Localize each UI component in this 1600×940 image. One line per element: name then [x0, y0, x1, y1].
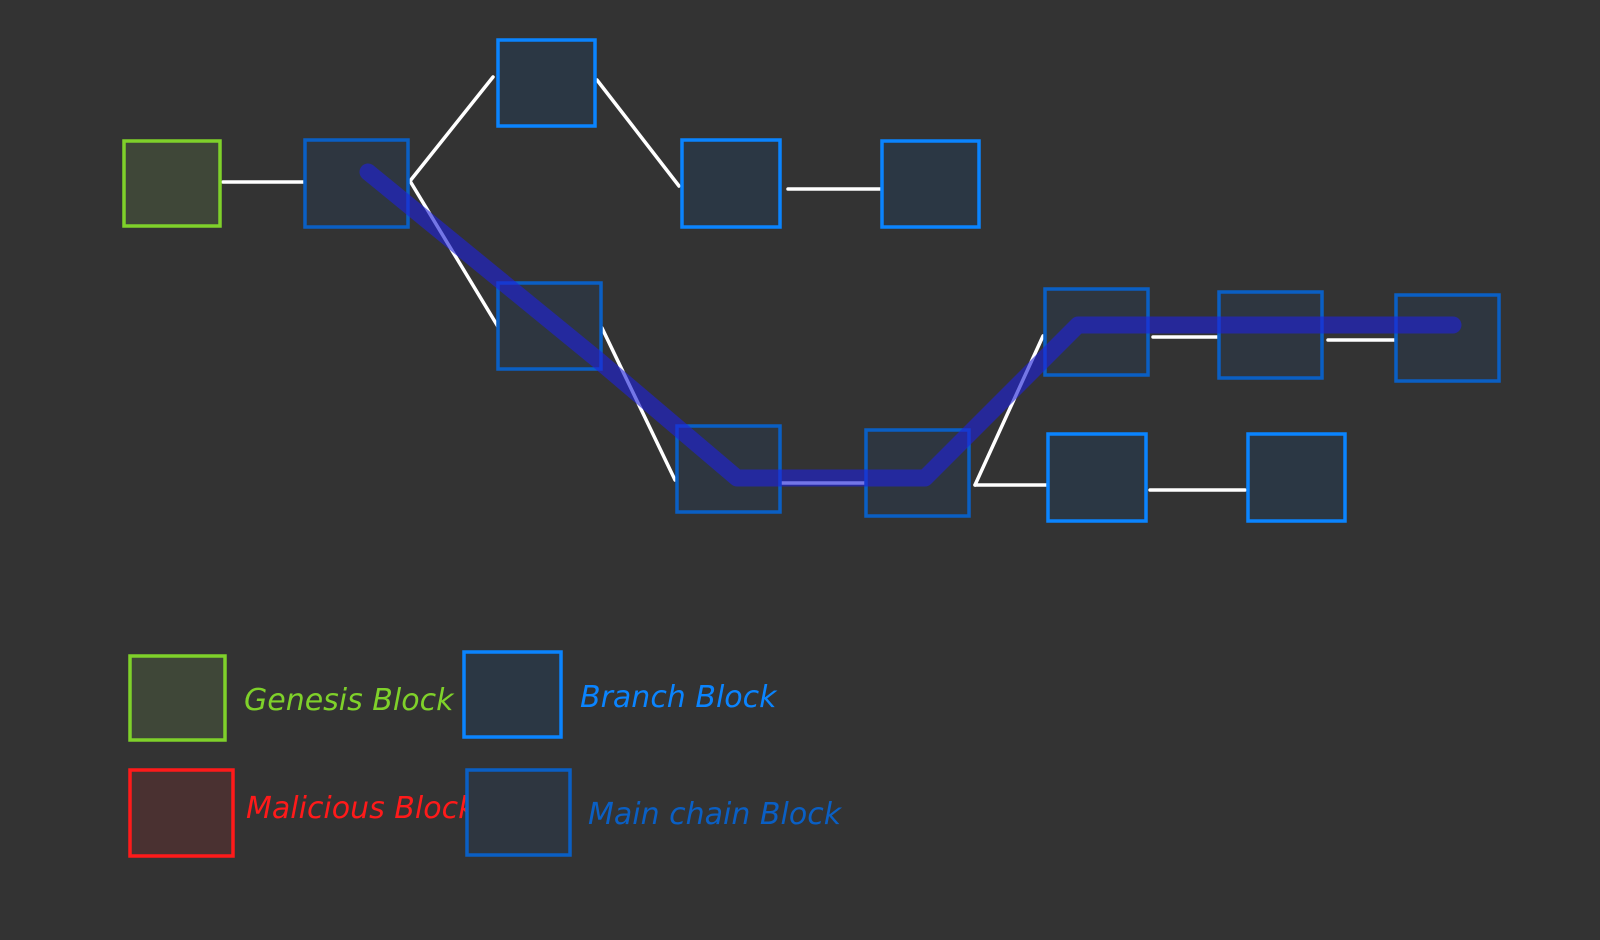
link-b1-b2: [408, 179, 502, 332]
legend-main-chain-label: Main chain Block: [588, 797, 843, 832]
branch-block-upper-3: [880, 139, 981, 229]
legend-malicious-swatch: [128, 768, 235, 858]
blocks: [122, 38, 1501, 523]
link-upper-1-upper-2: [595, 78, 681, 188]
main-chain-block-b6: [1217, 290, 1324, 380]
legend-branch-label: Branch Block: [580, 680, 778, 715]
branch-block-upper-1: [496, 38, 597, 128]
legend-main-chain-swatch: [465, 768, 572, 857]
legend-genesis-swatch: [128, 654, 227, 742]
genesis-block: [122, 139, 222, 228]
main-chain-block-b7: [1394, 293, 1501, 383]
legend-branch-swatch: [462, 650, 563, 739]
branch-block-upper-2: [680, 138, 782, 229]
link-b1-upper-1: [408, 75, 495, 183]
main-chain-path: [359, 163, 1462, 487]
legend-malicious-label: Malicious Block: [246, 791, 477, 826]
legend-genesis-label: Genesis Block: [244, 683, 455, 718]
branch-block-lower-2: [1246, 432, 1347, 523]
legend: Genesis Block Branch Block Malicious Blo…: [128, 650, 843, 858]
branch-block-lower-1: [1046, 432, 1148, 523]
